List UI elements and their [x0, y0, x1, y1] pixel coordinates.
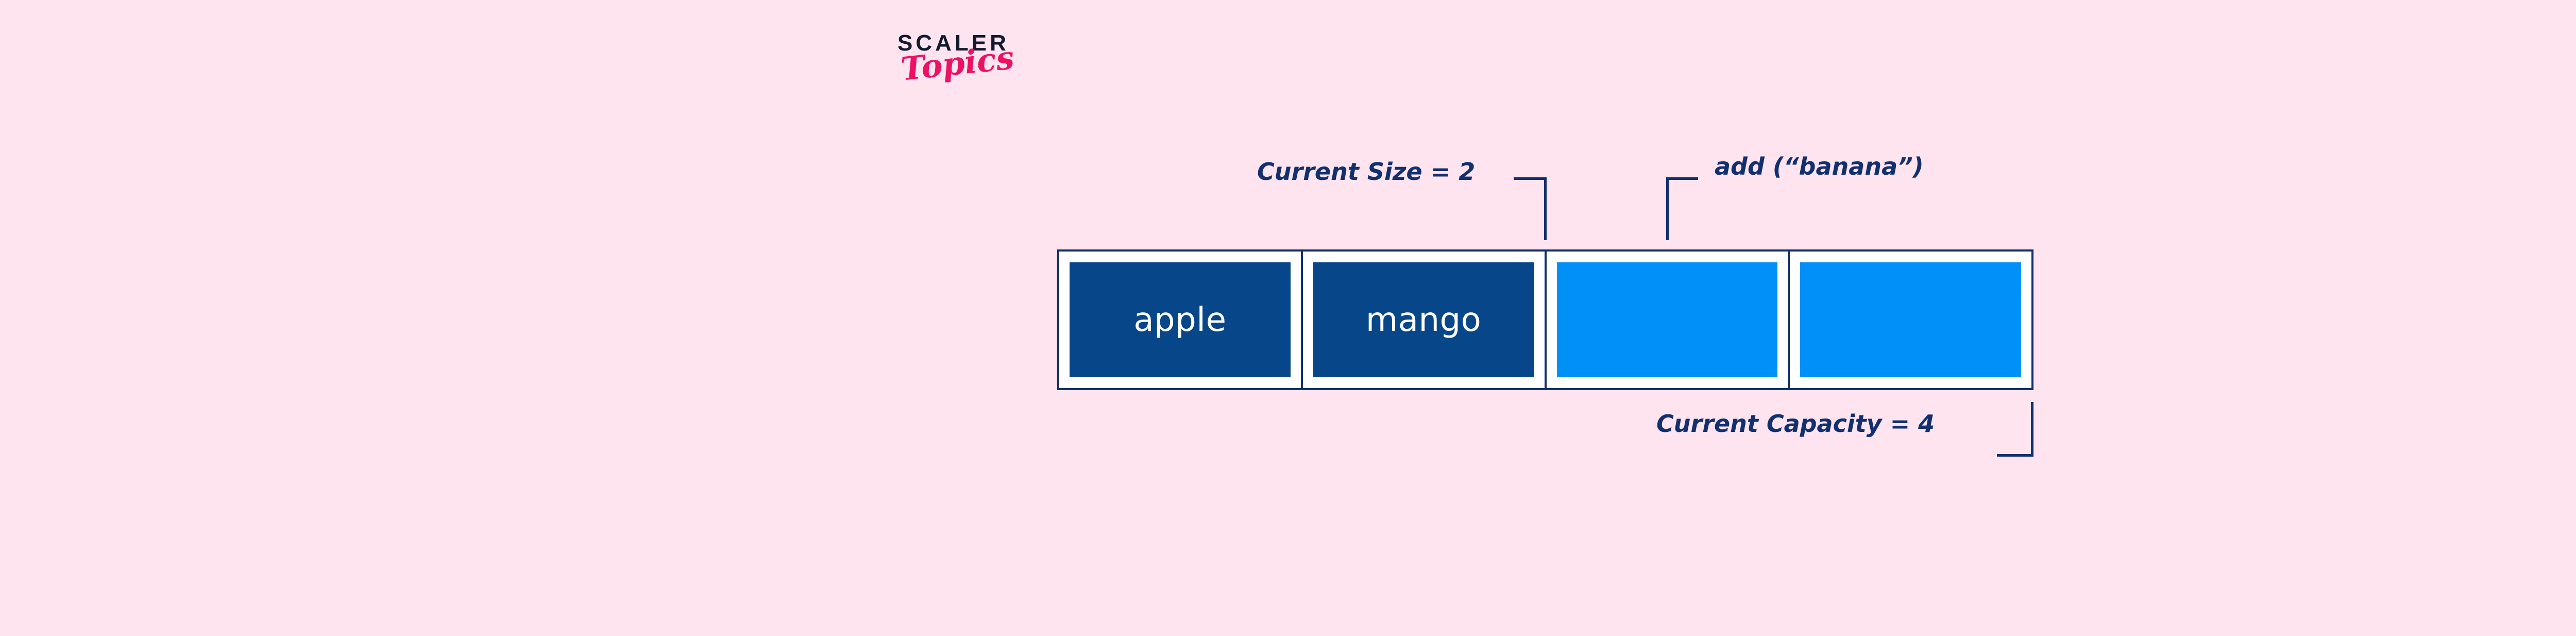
array-cell-2-fill — [1556, 262, 1778, 377]
leader-line-add-vertical — [1666, 177, 1669, 240]
array-cell-1-fill: mango — [1313, 262, 1534, 377]
logo-script-topics: Topics — [899, 39, 1016, 88]
annotation-add-banana: add (“banana”) — [1715, 153, 1924, 180]
array-cell-3[interactable] — [1790, 252, 2031, 388]
array-cell-0[interactable]: apple — [1059, 252, 1303, 388]
array-container: apple mango — [1057, 249, 2033, 390]
array-cell-3-fill — [1800, 262, 2021, 377]
array-cell-2[interactable] — [1547, 252, 1790, 388]
leader-line-size-horizontal — [1514, 177, 1547, 180]
leader-line-capacity-horizontal — [1997, 454, 2033, 457]
annotation-current-size: Current Size = 2 — [1257, 158, 1476, 186]
array-cell-0-label: apple — [1133, 300, 1227, 339]
array-cell-1-label: mango — [1365, 300, 1482, 339]
scaler-topics-logo: SCALER Topics — [897, 32, 1052, 135]
annotation-current-capacity: Current Capacity = 4 — [1656, 410, 1935, 438]
array-cell-0-fill: apple — [1070, 262, 1291, 377]
leader-line-capacity-vertical — [2031, 402, 2033, 457]
leader-line-size-vertical — [1544, 177, 1547, 240]
logo-wordmark-scaler: SCALER — [897, 30, 1009, 56]
array-cell-1[interactable]: mango — [1303, 252, 1547, 388]
leader-line-add-horizontal — [1666, 177, 1698, 180]
